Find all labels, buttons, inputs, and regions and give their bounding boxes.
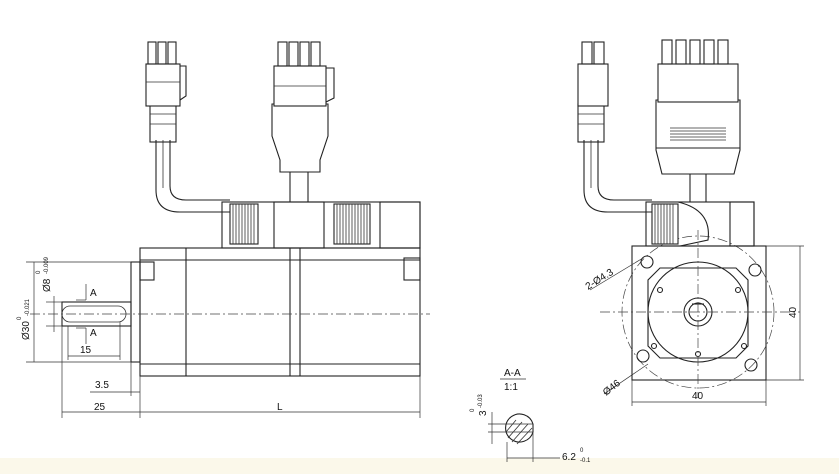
dim-flange-thickness: 3.5 [95,380,109,391]
section-scale: 1:1 [504,382,518,393]
mount-hole-top-left [640,255,654,269]
dim-section-width-tol-lower: -0.1 [580,458,591,464]
dim-section-width-tol-upper: 0 [580,448,584,454]
mount-hole-bottom-right [744,358,758,372]
front-encoder-connector [657,63,739,103]
dim-section-width: 6.2 [562,452,576,463]
dim-body-length: L [277,402,283,413]
cable-gland-left [229,203,259,245]
shaft-keyway [61,305,127,323]
section-mark-top: A [90,288,97,299]
power-cable [155,140,230,213]
mount-hole-bottom-left [636,349,650,363]
section-a-a: A-A 1:1 3 0 -0.03 6.2 0 -0.1 [470,368,591,464]
bottom-strip [0,458,839,474]
motor-body [139,247,421,377]
section-profile [505,413,534,443]
dim-key-depth-tol-upper: 0 [470,408,476,412]
side-view [30,41,430,377]
dim-key-depth: 3 [478,410,489,416]
dim-flange-width: 40 [692,391,704,402]
dim-shaft-tol-upper: 0 [17,316,23,320]
side-view-dimensions: Ø30 0 -0.021 Ø8 0 -0.009 A A 15 3.5 25 L [17,256,421,418]
dim-key-diameter: Ø8 [42,278,53,292]
dim-key-tol-upper: 0 [36,270,42,274]
front-cable-gland [651,203,679,245]
dim-shaft-diameter: Ø30 [21,321,32,340]
dim-flange-height: 40 [788,306,799,318]
front-view [577,39,800,398]
dim-mount-holes: 2-Ø4.3 [584,267,616,293]
dim-pcd: Ø46 [601,378,623,399]
dim-key-depth-tol-lower: -0.03 [478,394,484,408]
dim-key-length: 15 [80,345,92,356]
encoder-boot [271,103,329,173]
dim-key-tol-lower: -0.009 [44,256,50,274]
dim-shaft-length: 25 [94,402,106,413]
section-mark-bottom: A [90,328,97,339]
front-power-connector [577,63,609,107]
section-title: A-A [504,368,521,379]
front-flange [130,261,141,363]
mount-hole-top-right [748,263,762,277]
power-connector [145,63,181,107]
front-view-dimensions: 2-Ø4.3 Ø46 40 40 [584,245,804,406]
dim-shaft-tol-lower: -0.021 [25,298,31,316]
